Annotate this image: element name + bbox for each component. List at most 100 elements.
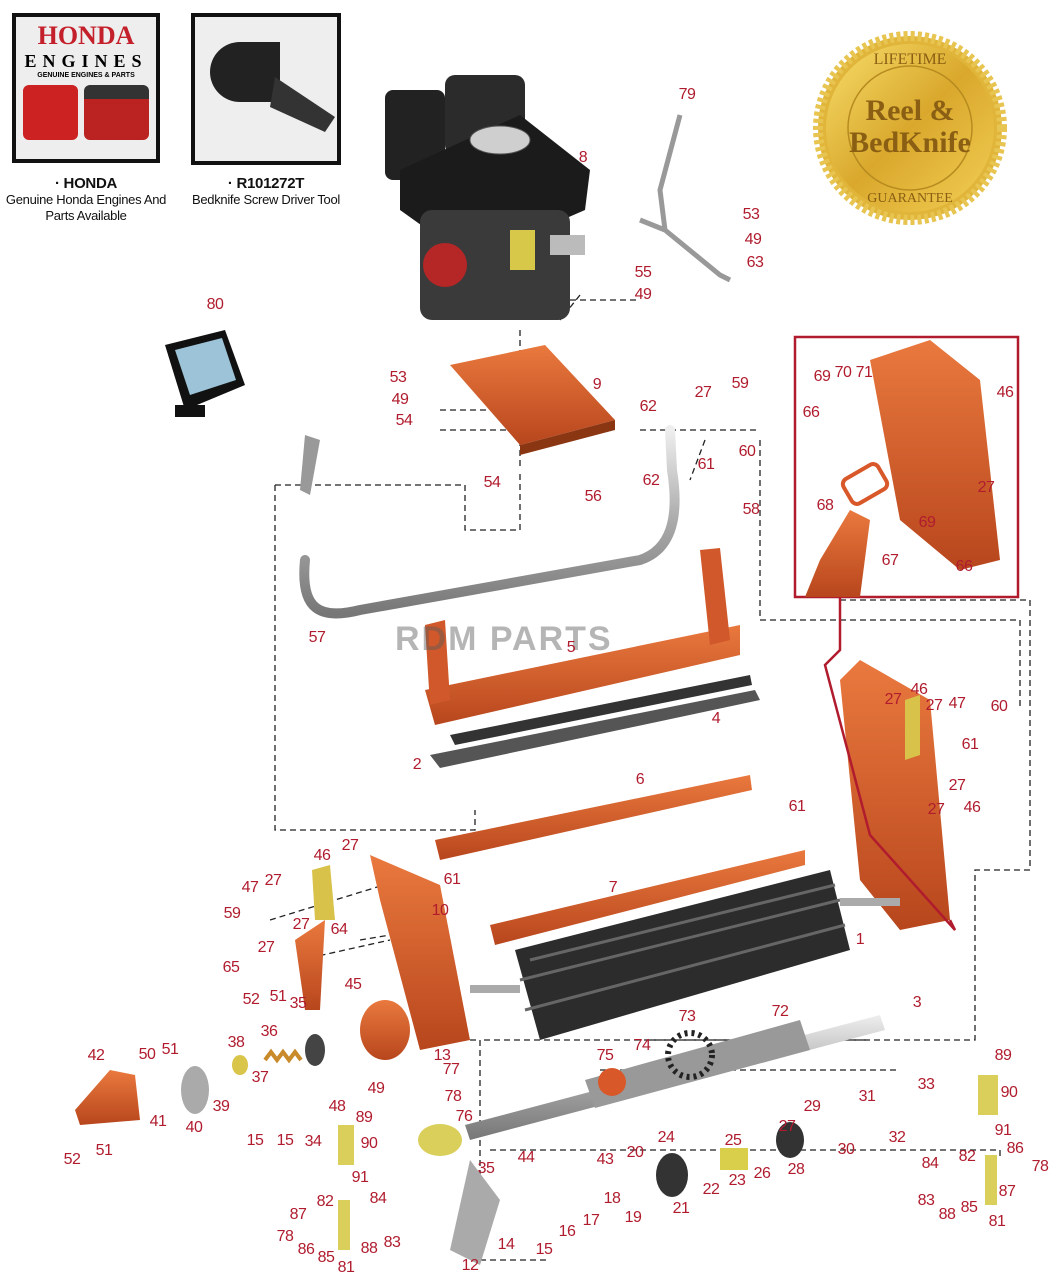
- part-number-label[interactable]: 9: [592, 376, 602, 393]
- part-number-label[interactable]: 58: [742, 501, 760, 518]
- part-number-label[interactable]: 30: [837, 1141, 855, 1158]
- part-number-label[interactable]: 27: [341, 837, 359, 854]
- part-number-label[interactable]: 60: [738, 443, 756, 460]
- part-number-label[interactable]: 15: [276, 1132, 294, 1149]
- part-number-label[interactable]: 45: [344, 976, 362, 993]
- part-number-label[interactable]: 85: [960, 1199, 978, 1216]
- part-number-label[interactable]: 26: [753, 1165, 771, 1182]
- part-number-label[interactable]: 27: [977, 479, 995, 496]
- part-number-label[interactable]: 27: [884, 691, 902, 708]
- part-number-label[interactable]: 35: [289, 995, 307, 1012]
- part-number-label[interactable]: 52: [63, 1151, 81, 1168]
- part-number-label[interactable]: 38: [227, 1034, 245, 1051]
- part-number-label[interactable]: 53: [742, 206, 760, 223]
- part-number-label[interactable]: 21: [672, 1200, 690, 1217]
- part-number-label[interactable]: 74: [633, 1037, 651, 1054]
- part-number-label[interactable]: 15: [535, 1241, 553, 1258]
- part-number-label[interactable]: 41: [149, 1113, 167, 1130]
- part-number-label[interactable]: 76: [455, 1108, 473, 1125]
- part-number-label[interactable]: 88: [938, 1206, 956, 1223]
- part-number-label[interactable]: 61: [961, 736, 979, 753]
- screwdriver-tool-thumbnail[interactable]: [191, 13, 341, 165]
- part-number-label[interactable]: 33: [917, 1076, 935, 1093]
- part-number-label[interactable]: 69: [813, 368, 831, 385]
- part-number-label[interactable]: 52: [242, 991, 260, 1008]
- part-number-label[interactable]: 14: [497, 1236, 515, 1253]
- part-number-label[interactable]: 59: [731, 375, 749, 392]
- part-number-label[interactable]: 70: [834, 364, 852, 381]
- part-number-label[interactable]: 28: [787, 1161, 805, 1178]
- part-number-label[interactable]: 87: [289, 1206, 307, 1223]
- part-number-label[interactable]: 84: [369, 1190, 387, 1207]
- part-number-label[interactable]: 66: [955, 558, 973, 575]
- part-number-label[interactable]: 39: [212, 1098, 230, 1115]
- part-number-label[interactable]: 55: [634, 264, 652, 281]
- part-number-label[interactable]: 71: [855, 364, 873, 381]
- part-number-label[interactable]: 50: [138, 1046, 156, 1063]
- part-number-label[interactable]: 53: [389, 369, 407, 386]
- part-number-label[interactable]: 46: [313, 847, 331, 864]
- part-number-label[interactable]: 12: [461, 1257, 479, 1274]
- part-number-label[interactable]: 44: [517, 1149, 535, 1166]
- part-number-label[interactable]: 78: [1031, 1158, 1049, 1175]
- part-number-label[interactable]: 49: [391, 391, 409, 408]
- part-number-label[interactable]: 80: [206, 296, 224, 313]
- part-number-label[interactable]: 16: [558, 1223, 576, 1240]
- part-number-label[interactable]: 51: [269, 988, 287, 1005]
- part-number-label[interactable]: 60: [990, 698, 1008, 715]
- part-number-label[interactable]: 1: [855, 931, 865, 948]
- honda-engines-thumbnail[interactable]: HONDA ENGINES GENUINE ENGINES & PARTS: [12, 13, 160, 163]
- part-number-label[interactable]: 75: [596, 1047, 614, 1064]
- part-number-label[interactable]: 87: [998, 1183, 1016, 1200]
- part-number-label[interactable]: 42: [87, 1047, 105, 1064]
- part-number-label[interactable]: 69: [918, 514, 936, 531]
- part-number-label[interactable]: 7: [608, 879, 618, 896]
- part-number-label[interactable]: 49: [744, 231, 762, 248]
- part-number-label[interactable]: 62: [642, 472, 660, 489]
- part-number-label[interactable]: 78: [276, 1228, 294, 1245]
- part-number-label[interactable]: 5: [566, 639, 576, 656]
- part-number-label[interactable]: 23: [728, 1172, 746, 1189]
- part-number-label[interactable]: 48: [328, 1098, 346, 1115]
- part-number-label[interactable]: 73: [678, 1008, 696, 1025]
- part-number-label[interactable]: 81: [988, 1213, 1006, 1230]
- part-number-label[interactable]: 46: [996, 384, 1014, 401]
- part-number-label[interactable]: 82: [316, 1193, 334, 1210]
- part-number-label[interactable]: 47: [241, 879, 259, 896]
- part-number-label[interactable]: 37: [251, 1069, 269, 1086]
- part-number-label[interactable]: 4: [711, 710, 721, 727]
- part-number-label[interactable]: 81: [337, 1259, 355, 1276]
- part-number-label[interactable]: 46: [910, 681, 928, 698]
- part-number-label[interactable]: 84: [921, 1155, 939, 1172]
- part-number-label[interactable]: 20: [626, 1144, 644, 1161]
- part-number-label[interactable]: 85: [317, 1249, 335, 1266]
- part-number-label[interactable]: 32: [888, 1129, 906, 1146]
- part-number-label[interactable]: 15: [246, 1132, 264, 1149]
- part-number-label[interactable]: 27: [694, 384, 712, 401]
- part-number-label[interactable]: 72: [771, 1003, 789, 1020]
- part-number-label[interactable]: 24: [657, 1129, 675, 1146]
- part-number-label[interactable]: 29: [803, 1098, 821, 1115]
- part-number-label[interactable]: 51: [95, 1142, 113, 1159]
- part-number-label[interactable]: 27: [264, 872, 282, 889]
- part-number-label[interactable]: 57: [308, 629, 326, 646]
- part-number-label[interactable]: 22: [702, 1181, 720, 1198]
- part-number-label[interactable]: 27: [948, 777, 966, 794]
- part-number-label[interactable]: 10: [431, 902, 449, 919]
- part-number-label[interactable]: 91: [994, 1122, 1012, 1139]
- part-number-label[interactable]: 27: [257, 939, 275, 956]
- part-number-label[interactable]: 27: [925, 697, 943, 714]
- part-number-label[interactable]: 77: [442, 1061, 460, 1078]
- part-number-label[interactable]: 34: [304, 1133, 322, 1150]
- part-number-label[interactable]: 35: [477, 1160, 495, 1177]
- part-number-label[interactable]: 68: [816, 497, 834, 514]
- part-number-label[interactable]: 43: [596, 1151, 614, 1168]
- part-number-label[interactable]: 86: [297, 1241, 315, 1258]
- part-number-label[interactable]: 90: [360, 1135, 378, 1152]
- part-number-label[interactable]: 19: [624, 1209, 642, 1226]
- part-number-label[interactable]: 8: [578, 149, 588, 166]
- part-number-label[interactable]: 54: [483, 474, 501, 491]
- part-number-label[interactable]: 47: [948, 695, 966, 712]
- part-number-label[interactable]: 13: [433, 1047, 451, 1064]
- part-number-label[interactable]: 64: [330, 921, 348, 938]
